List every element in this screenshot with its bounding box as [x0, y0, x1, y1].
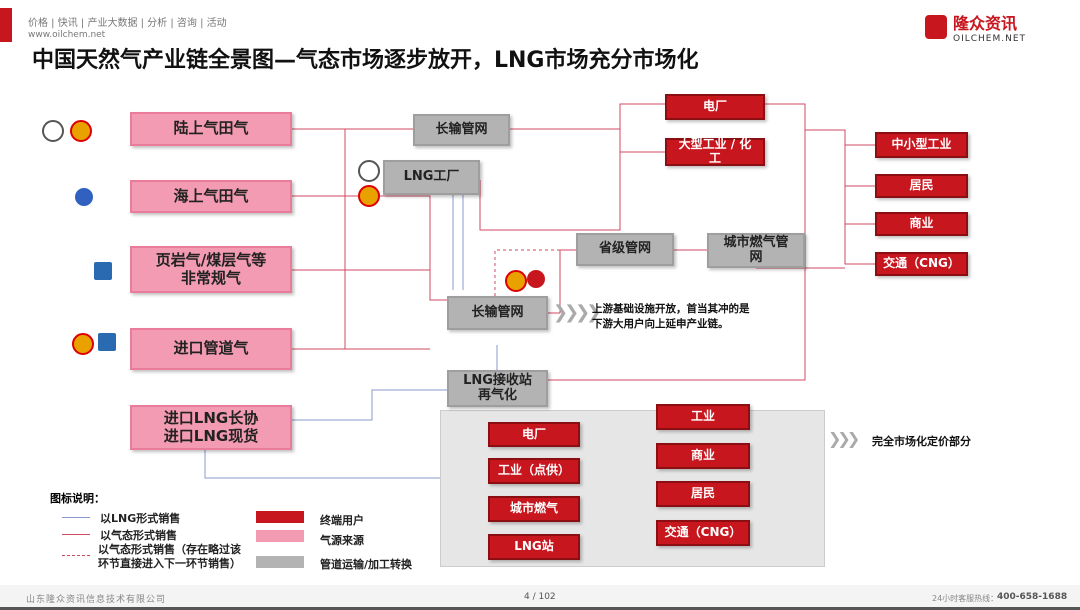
source-onshore: 陆上气田气 — [130, 112, 292, 146]
legend-gas-skip: 以气态形式销售（存在略过该 环节直接进入下一环节销售） — [98, 543, 241, 571]
legend-end-user: 终端用户 — [320, 514, 364, 527]
source-pipeline-import: 进口管道气 — [130, 328, 292, 370]
city-gas-pipeline: 城市燃气管网 — [707, 233, 805, 268]
market-note: 完全市场化定价部分 — [872, 435, 971, 448]
petrochina-icon — [505, 270, 527, 292]
source-offshore: 海上气田气 — [130, 180, 292, 213]
legend-swatch-red — [256, 511, 304, 523]
legend-line-lng — [62, 517, 90, 518]
market-lng-station: LNG站 — [488, 534, 580, 560]
header-url: www.oilchem.net — [28, 30, 106, 40]
logo: 隆众资讯 OILCHEM.NET — [925, 10, 1026, 44]
legend-swatch-gray — [256, 556, 304, 568]
market-city-gas: 城市燃气 — [488, 496, 580, 522]
market-transport: 交通（CNG） — [656, 520, 750, 546]
legend-swatch-pink — [256, 530, 304, 542]
lng-terminal: LNG接收站 再气化 — [447, 370, 548, 407]
header-accent-bar — [0, 8, 12, 42]
chevron-icon: ❯❯❯❯ — [553, 302, 601, 323]
source-unconventional: 页岩气/煤层气等非常规气 — [130, 246, 292, 293]
end-user-residential: 居民 — [875, 174, 968, 198]
source-lng-import: 进口LNG长协 进口LNG现货 — [130, 405, 292, 450]
legend-lng: 以LNG形式销售 — [100, 512, 181, 525]
end-user-commercial: 商业 — [875, 212, 968, 236]
market-commercial: 商业 — [656, 443, 750, 469]
petrochina-icon — [358, 185, 380, 207]
legend-source: 气源来源 — [320, 534, 364, 547]
footer-hotline: 400-658-1688 — [997, 592, 1068, 602]
market-power: 电厂 — [488, 422, 580, 447]
legend-title: 图标说明： — [50, 492, 105, 505]
petrochina-icon — [72, 333, 94, 355]
long-pipeline-mid: 长输管网 — [447, 296, 548, 330]
provincial-pipeline: 省级管网 — [576, 233, 674, 266]
footer-company: 山东隆众资讯信息技术有限公司 — [26, 595, 167, 605]
chevron-icon: ❯❯❯ — [828, 429, 860, 448]
end-user-transport: 交通（CNG） — [875, 252, 968, 276]
petrochina-icon — [70, 120, 92, 142]
upstream-note: 上游基础设施开放，首当其冲的是 下游大用户向上延申产业链。 — [592, 303, 750, 330]
factory-icon — [94, 262, 112, 280]
cnpc-icon — [527, 270, 545, 288]
market-industry-point: 工业（点供） — [488, 458, 580, 484]
page-number: 4 / 102 — [524, 592, 556, 602]
legend-gas: 以气态形式销售 — [100, 529, 177, 542]
sinopec-icon — [42, 120, 64, 142]
sinopec-icon — [358, 160, 380, 182]
end-user-power: 电厂 — [665, 94, 765, 120]
end-user-sme: 中小型工业 — [875, 132, 968, 158]
end-user-industry: 大型工业 / 化工 — [665, 137, 765, 166]
lng-plant: LNG工厂 — [383, 160, 480, 195]
cnooc-icon — [75, 188, 93, 206]
market-industry: 工业 — [656, 404, 750, 430]
logo-icon — [925, 15, 947, 39]
page-title: 中国天然气产业链全景图—气态市场逐步放开，LNG市场充分市场化 — [32, 48, 699, 73]
legend-line-gas-skip — [62, 555, 90, 556]
footer — [0, 585, 1080, 610]
legend-transport: 管道运输/加工转换 — [320, 558, 413, 571]
legend-line-gas — [62, 534, 90, 535]
factory-icon — [98, 333, 116, 351]
footer-hotline-label: 24小时客服热线： — [932, 594, 999, 603]
header-nav[interactable]: 价格 | 快讯 | 产业大数据 | 分析 | 咨询 | 活动 — [28, 18, 227, 29]
market-residential: 居民 — [656, 481, 750, 507]
long-pipeline-top: 长输管网 — [413, 114, 510, 146]
